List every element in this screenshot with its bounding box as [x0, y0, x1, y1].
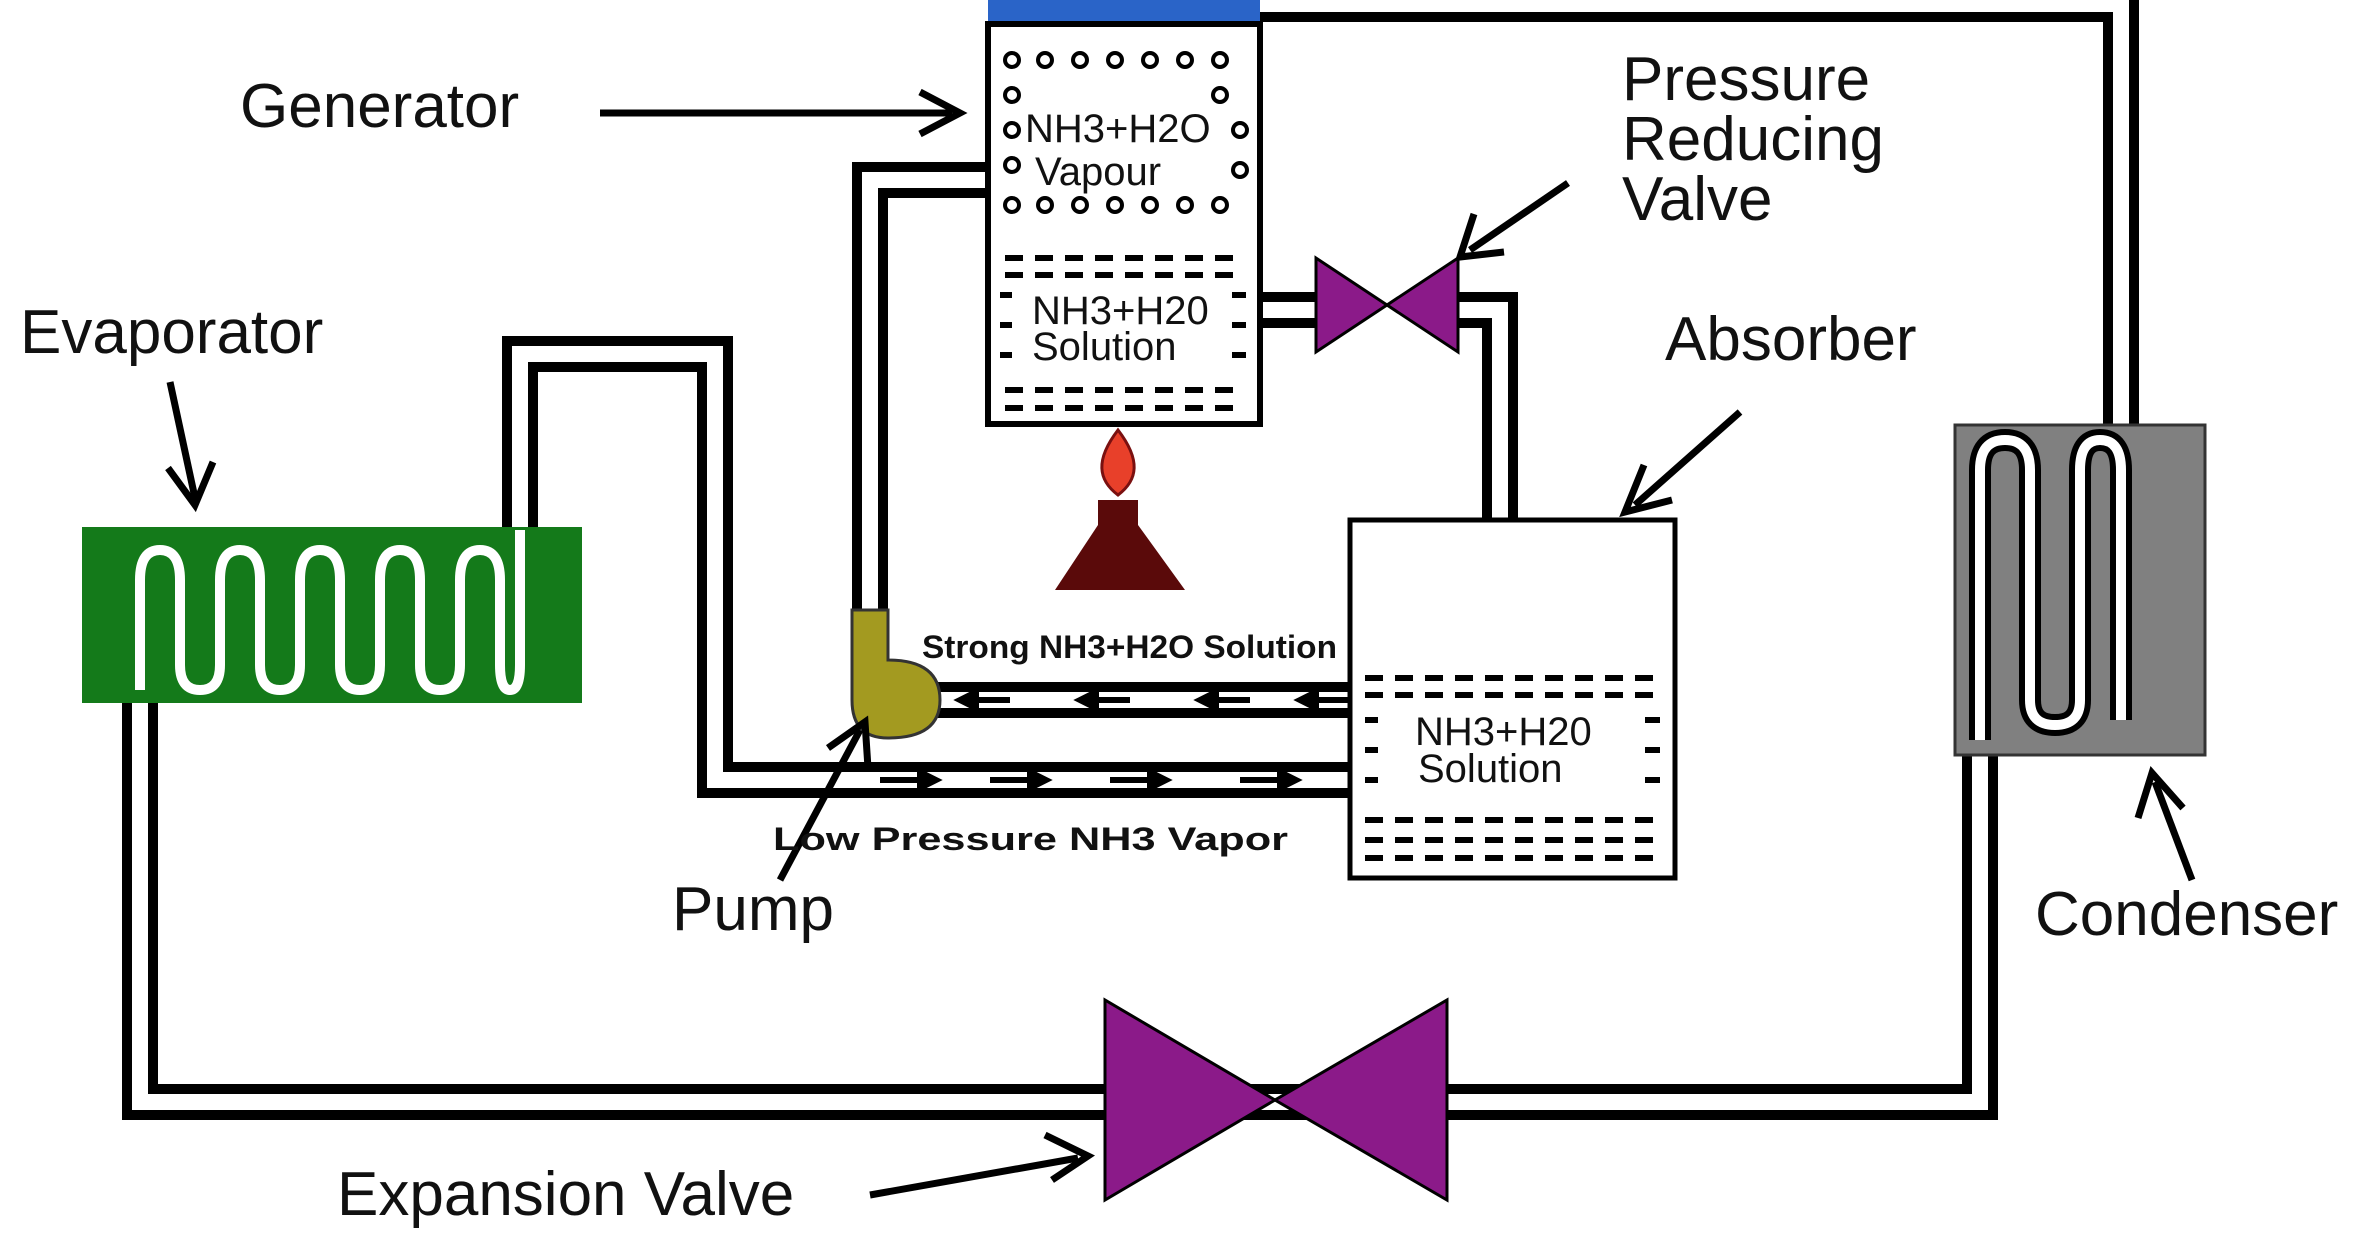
flow-arrowhead: [1073, 687, 1099, 713]
bubble: [1106, 196, 1124, 214]
arrow-condenser: [2151, 780, 2196, 882]
bubble: [1211, 196, 1229, 214]
burner: [1055, 427, 1185, 590]
bubble: [1176, 196, 1194, 214]
generator-top-cap: [988, 0, 1260, 24]
arrow-pump: [776, 728, 864, 882]
pressure-reducing-valve: [1314, 255, 1460, 355]
flow-arrowhead: [1277, 767, 1303, 793]
absorber-solution-line2: Solution: [1418, 747, 1563, 791]
bubble: [1141, 196, 1159, 214]
arrow-head-absorber: [1619, 463, 1673, 518]
bubble: [1003, 121, 1021, 139]
burner-base: [1055, 500, 1185, 590]
flow-arrows: [880, 687, 1350, 793]
pointer-arrows: [165, 88, 2196, 1199]
bubble: [1003, 196, 1021, 214]
flow-arrowhead: [1193, 687, 1219, 713]
arrow-head-pump: [825, 715, 872, 769]
flow-arrowhead: [1147, 767, 1173, 793]
generator-solution-line1: NH3+H20: [1032, 289, 1209, 333]
absorber-solution-line1: NH3+H20: [1415, 710, 1592, 754]
arrow-head-expansion-valve: [1043, 1131, 1096, 1183]
bubble: [1211, 51, 1229, 69]
label-prv-line3: Valve: [1622, 165, 1773, 234]
arrow-expansion-valve: [869, 1154, 1079, 1199]
label-low-pressure-vapor: Low Pressure NH3 Vapor: [773, 821, 1288, 857]
generator-vessel: NH3+H2O Vapour NH3+H20 Solution: [985, 0, 1263, 427]
arrow-pressure-valve: [1468, 180, 1570, 253]
condenser-coil: [1975, 434, 2126, 740]
bubble: [1036, 196, 1054, 214]
absorber-solution-dashes: [1365, 675, 1660, 861]
flame-icon: [1100, 427, 1136, 497]
bubble: [1071, 196, 1089, 214]
bubble: [1141, 51, 1159, 69]
bubble: [1003, 156, 1021, 174]
flow-arrowhead: [1293, 687, 1319, 713]
generator-vapour-line1: NH3+H2O: [1025, 107, 1211, 151]
arrow-evaporator: [166, 381, 199, 499]
label-prv-line2: Reducing: [1622, 105, 1884, 174]
arrow-head-generator: [918, 88, 968, 138]
flow-arrowhead: [953, 687, 979, 713]
bubble: [1106, 51, 1124, 69]
bubble: [1003, 51, 1021, 69]
generator-solution-line2: Solution: [1032, 325, 1177, 369]
bubble: [1036, 51, 1054, 69]
generator-vapour-line2: Vapour: [1035, 150, 1161, 194]
evaporator-coil: [135, 530, 525, 696]
condenser-unit: [1953, 423, 2207, 757]
label-strong-solution: Strong NH3+H2O Solution: [922, 629, 1337, 665]
label-condenser: Condenser: [2035, 880, 2338, 949]
expansion-valve: [1103, 997, 1449, 1203]
label-expansion-valve: Expansion Valve: [337, 1160, 794, 1229]
flow-arrowhead: [1027, 767, 1053, 793]
label-pump: Pump: [672, 875, 834, 944]
label-evaporator: Evaporator: [20, 298, 323, 367]
generator-solution-dashes: [1000, 255, 1246, 411]
bubble: [1071, 51, 1089, 69]
bubble: [1176, 51, 1194, 69]
label-generator: Generator: [240, 72, 519, 141]
arrow-head-condenser: [2134, 766, 2186, 820]
label-absorber: Absorber: [1665, 305, 1917, 374]
absorber-vessel: NH3+H20 Solution: [1347, 517, 1678, 881]
label-prv-line1: Pressure: [1622, 45, 1870, 114]
evaporator-unit: [82, 527, 582, 703]
arrow-head-pressure-valve: [1454, 212, 1505, 262]
absorber-body: [1347, 517, 1678, 881]
arrow-absorber: [1632, 409, 1743, 508]
bubble: [1231, 121, 1249, 139]
flow-arrowhead: [917, 767, 943, 793]
vapour-bubbles: [1003, 51, 1249, 214]
bubble: [1003, 86, 1021, 104]
arrow-head-evaporator: [165, 460, 217, 513]
bubble: [1231, 161, 1249, 179]
bubble: [1211, 86, 1229, 104]
